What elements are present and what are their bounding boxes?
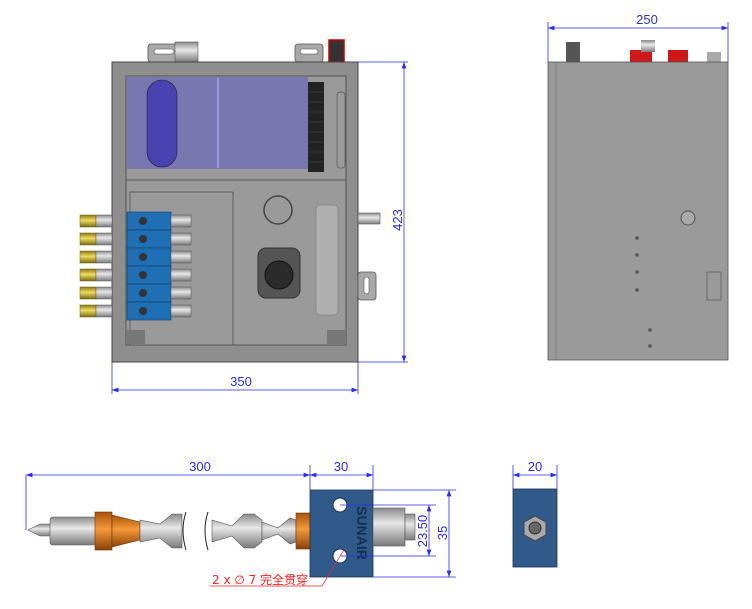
push-fitting xyxy=(372,507,406,547)
cable-gland xyxy=(328,39,345,63)
manifold-block xyxy=(126,229,172,249)
side-view: 250 xyxy=(547,12,729,361)
side-enclosure xyxy=(547,61,729,361)
red-fitting-1 xyxy=(630,50,652,62)
hole-spacing-dimension: 23.50 xyxy=(415,515,430,548)
flex-hose-segments xyxy=(139,513,297,549)
terminal-strip xyxy=(308,82,324,172)
gland-side xyxy=(566,42,580,62)
nozzle-body xyxy=(49,516,97,546)
pump-clamp xyxy=(263,195,293,225)
manifold-block xyxy=(126,247,172,267)
brass-fitting xyxy=(79,214,97,228)
brass-fitting xyxy=(79,304,97,318)
manifold-block xyxy=(126,283,172,303)
block-end-view: 20 xyxy=(512,459,558,568)
manifold-outlet xyxy=(79,301,192,321)
brass-fitting xyxy=(79,286,97,300)
brass-fitting xyxy=(79,232,97,246)
distribution-manifold xyxy=(79,211,192,321)
manifold-outlet xyxy=(79,211,192,231)
orange-nut-right xyxy=(295,512,311,550)
manifold-outlet xyxy=(79,247,192,267)
manifold-block xyxy=(126,211,172,231)
brass-fitting xyxy=(79,250,97,264)
front-view: 423 350 xyxy=(79,39,408,394)
manifold-outlet xyxy=(79,229,192,249)
orange-nut-left xyxy=(94,511,113,551)
block-width-dimension: 30 xyxy=(334,459,348,474)
brand-text: SUNAIR xyxy=(354,506,370,560)
tank-sight-window xyxy=(146,79,178,168)
height-dimension: 423 xyxy=(390,209,405,231)
side-fitting-end xyxy=(680,210,696,226)
brass-fitting xyxy=(79,268,97,282)
filler-cap xyxy=(174,41,199,63)
block-height-dimension: 35 xyxy=(435,526,450,540)
thickness-dimension: 20 xyxy=(528,459,542,474)
width-dimension: 350 xyxy=(230,374,252,389)
side-fitting xyxy=(357,212,381,225)
filter-housing xyxy=(315,204,339,316)
manifold-outlet xyxy=(79,283,192,303)
hole-note: 2 x ∅ 7 完全贯穿 xyxy=(212,572,308,587)
manifold-outlet xyxy=(79,265,192,285)
manifold-block xyxy=(126,301,172,321)
manifold-block xyxy=(126,265,172,285)
nozzle-tip xyxy=(27,523,53,537)
depth-dimension: 250 xyxy=(636,12,658,27)
nozzle-view: SUNAIR 300 30 23.50 35 2 x ∅ 7 完全贯穿 xyxy=(25,459,456,587)
length-dimension: 300 xyxy=(189,459,211,474)
red-fitting-2 xyxy=(668,50,688,62)
